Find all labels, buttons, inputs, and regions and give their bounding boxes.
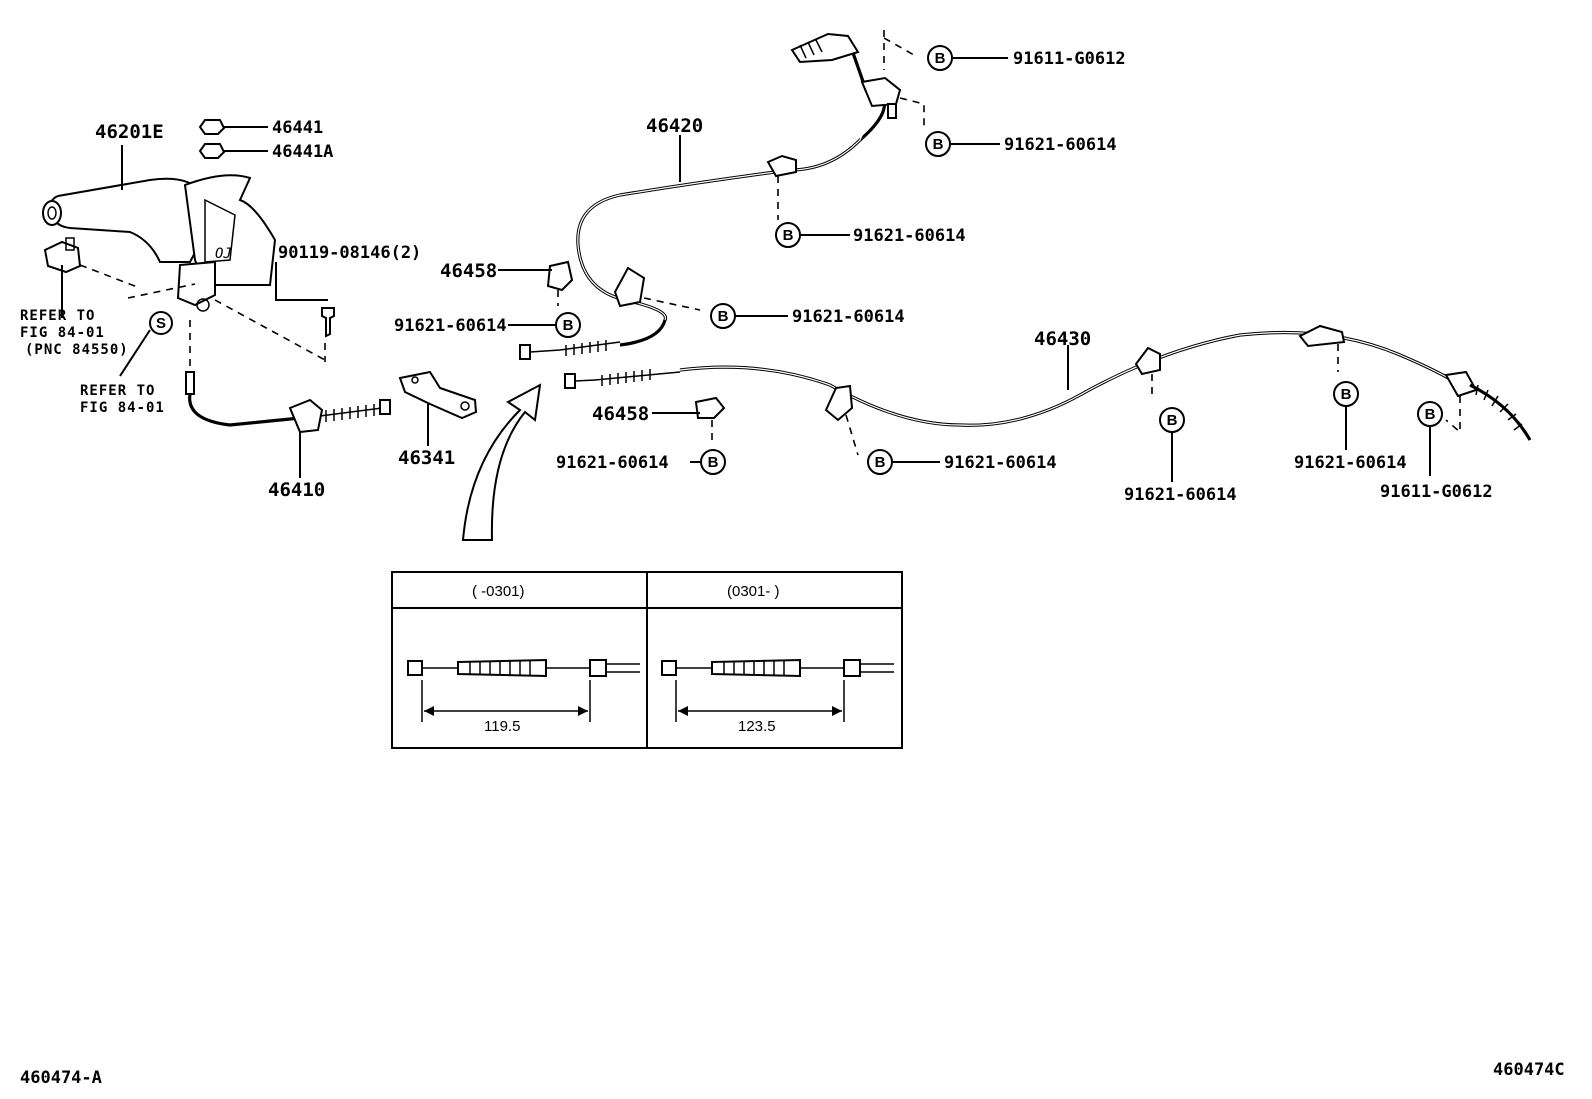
label-46420: 46420 — [646, 115, 703, 137]
label-46341: 46341 — [398, 447, 455, 469]
footer-left-code: 460474-A — [20, 1068, 102, 1088]
clamp-marker-2: B — [775, 222, 850, 248]
ref2-line2: FIG 84-01 — [80, 400, 165, 416]
label-46441: 46441 — [272, 118, 323, 138]
svg-text:B: B — [875, 454, 886, 471]
inset-cable-2 — [661, 658, 894, 722]
clamp-marker-7: B — [1159, 407, 1185, 482]
clamp-label-7: 91621-60614 — [1124, 485, 1237, 505]
inset-dim-2: 123.5 — [738, 718, 776, 735]
clamp-label-3: 91621-60614 — [792, 307, 905, 327]
label-46458-lower: 46458 — [592, 403, 649, 425]
parking-brake-lever: OJ — [42, 119, 335, 372]
inset-cable-1 — [407, 658, 640, 722]
svg-text:B: B — [783, 227, 794, 244]
clamp-label-2: 91621-60614 — [853, 226, 966, 246]
label-90119: 90119-08146(2) — [278, 243, 421, 263]
nut-46441-icon — [198, 119, 226, 135]
clamp-label-5: 91621-60614 — [556, 453, 669, 473]
screw-marker-label: S — [156, 315, 166, 332]
clamp-label-0: 91611-G0612 — [1013, 49, 1126, 69]
clamp-label-4: 91621-60614 — [394, 316, 507, 336]
lever-leaders — [61, 126, 328, 377]
clip-46458-upper — [498, 260, 574, 306]
clamp-marker-4: B — [508, 312, 581, 338]
label-46458-upper: 46458 — [440, 260, 497, 282]
clamp-marker-9: B — [1417, 401, 1443, 476]
label-46441a: 46441A — [272, 142, 333, 162]
cable-46430 — [564, 324, 1532, 456]
ref1-line3: (PNC 84550) — [25, 342, 129, 358]
svg-text:B: B — [563, 317, 574, 334]
svg-text:B: B — [935, 50, 946, 67]
clamp-marker-8: B — [1333, 381, 1359, 450]
label-46410: 46410 — [268, 479, 325, 501]
inset-col1-header: ( -0301) — [472, 583, 525, 600]
inset-dim-1: 119.5 — [484, 718, 520, 735]
svg-text:B: B — [933, 136, 944, 153]
svg-text:B: B — [708, 454, 719, 471]
inset-col2-header: (0301- ) — [727, 583, 780, 600]
svg-text:B: B — [1341, 386, 1352, 403]
clamp-label-6: 91621-60614 — [944, 453, 1057, 473]
view-arrow — [461, 383, 542, 541]
screw-marker: S — [149, 311, 173, 335]
ref1-line1: REFER TO — [20, 308, 95, 324]
clamp-marker-5: B — [690, 449, 726, 475]
footer-right-code: 460474C — [1493, 1060, 1565, 1080]
clamp-marker-1: B — [925, 131, 1000, 157]
ref2-line1: REFER TO — [80, 383, 155, 399]
label-46201e: 46201E — [95, 121, 164, 143]
clamp-marker-6: B — [867, 449, 940, 475]
clamp-label-9: 91611-G0612 — [1380, 482, 1493, 502]
equalizer-46341 — [398, 370, 478, 446]
nut-46441a-icon — [198, 143, 226, 159]
cable-46420 — [519, 30, 925, 360]
ref1-line2: FIG 84-01 — [20, 325, 105, 341]
bolt-icon — [321, 307, 335, 338]
svg-text:B: B — [1425, 406, 1436, 423]
svg-text:B: B — [1167, 412, 1178, 429]
front-cable-46410 — [185, 371, 391, 478]
clamp-marker-3: B — [710, 303, 788, 329]
svg-text:B: B — [718, 308, 729, 325]
clip-46458-lower — [652, 396, 726, 444]
clamp-label-8: 91621-60614 — [1294, 453, 1407, 473]
inset-detail-table: ( -0301) (0301- ) 119.5 — [391, 571, 903, 749]
label-46430: 46430 — [1034, 328, 1091, 350]
clamp-label-1: 91621-60614 — [1004, 135, 1117, 155]
svg-text:OJ: OJ — [215, 246, 232, 262]
clamp-marker-0: B — [927, 45, 1008, 71]
